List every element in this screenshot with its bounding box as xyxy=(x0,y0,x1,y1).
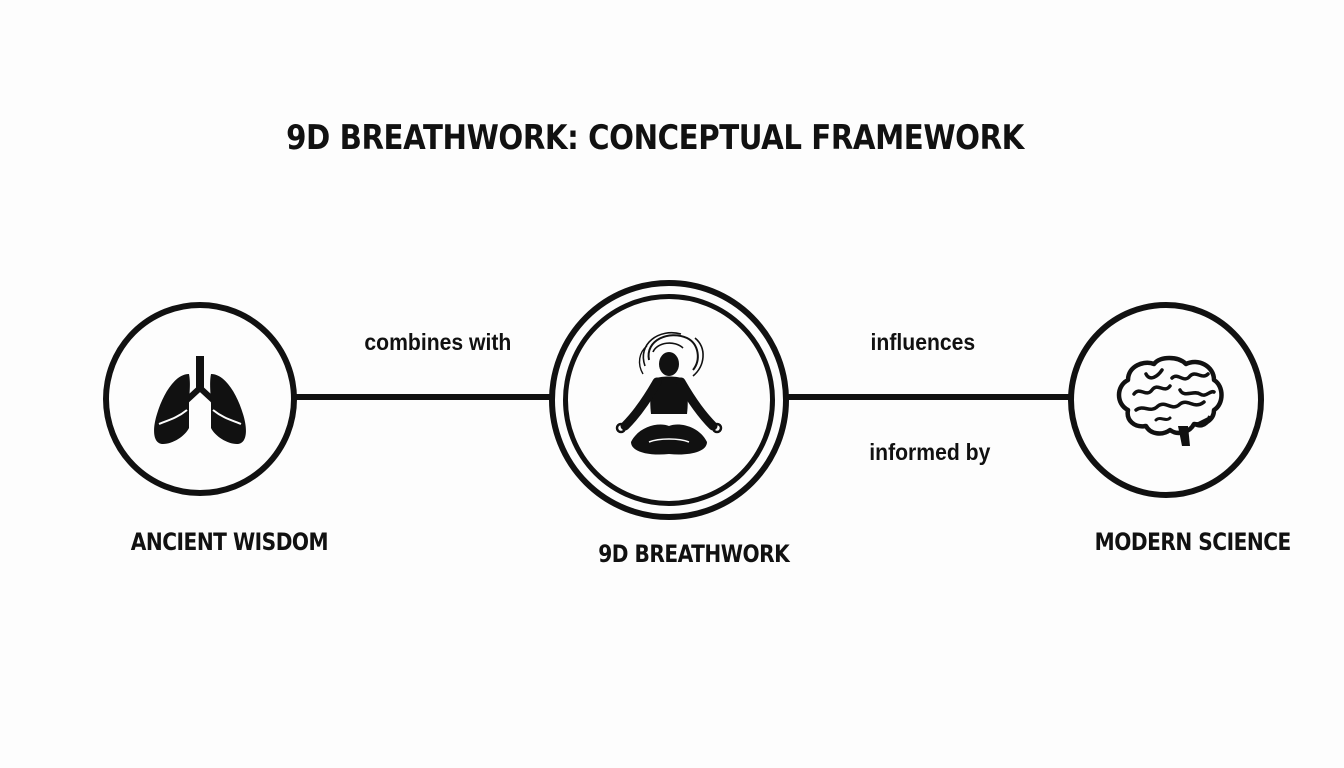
node-9d-breathwork xyxy=(549,280,789,520)
node-9d-breathwork-inner-ring xyxy=(563,294,775,506)
connector-left-center xyxy=(290,394,560,400)
node-ancient-wisdom xyxy=(103,302,297,496)
edge-label-combines-with: combines with xyxy=(364,329,512,355)
diagram-title: 9D BREATHWORK: CONCEPTUAL FRAMEWORK xyxy=(286,118,1024,158)
brain-icon xyxy=(1116,355,1224,446)
node-label-ancient-wisdom: ANCIENT WISDOM xyxy=(130,528,329,556)
edge-label-influences: influences xyxy=(870,329,976,355)
meditating-figure-icon xyxy=(615,331,723,455)
connector-center-right xyxy=(780,394,1080,400)
node-label-9d-breathwork: 9D BREATHWORK xyxy=(598,540,790,568)
node-label-modern-science: MODERN SCIENCE xyxy=(1094,528,1292,556)
lungs-icon xyxy=(154,356,246,444)
edge-label-informed-by: informed by xyxy=(869,439,991,465)
node-modern-science xyxy=(1068,302,1264,498)
